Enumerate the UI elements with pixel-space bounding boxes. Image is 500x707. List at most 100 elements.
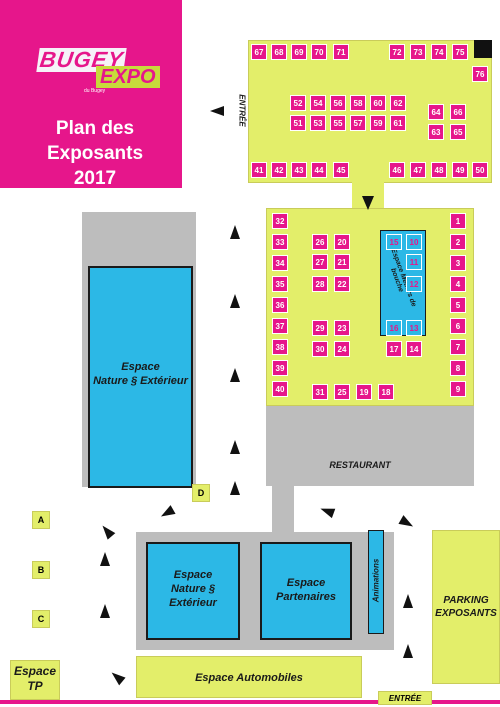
booth-50: 50 xyxy=(472,162,488,178)
booth-34: 34 xyxy=(272,255,288,271)
arrow-up-icon xyxy=(230,294,240,308)
booth-18: 18 xyxy=(378,384,394,400)
booth-9: 9 xyxy=(450,381,466,397)
page-title: Plan des Exposants 2017 xyxy=(46,118,144,189)
booth-13: 13 xyxy=(406,320,422,336)
booth-17: 17 xyxy=(386,341,402,357)
booth-76: 76 xyxy=(472,66,488,82)
arrow-down-icon xyxy=(362,196,374,210)
booth-45: 45 xyxy=(333,162,349,178)
booth-43: 43 xyxy=(291,162,307,178)
booth-67: 67 xyxy=(251,44,267,60)
booth-56: 56 xyxy=(330,95,346,111)
tp-area xyxy=(10,660,60,700)
booth-37: 37 xyxy=(272,318,288,334)
booth-36: 36 xyxy=(272,297,288,313)
booth-2: 2 xyxy=(450,234,466,250)
booth-68: 68 xyxy=(271,44,287,60)
booth-21: 21 xyxy=(334,254,350,270)
booth-69: 69 xyxy=(291,44,307,60)
booth-73: 73 xyxy=(410,44,426,60)
booth-10: 10 xyxy=(406,234,422,250)
booth-49: 49 xyxy=(452,162,468,178)
booth-47: 47 xyxy=(410,162,426,178)
booth-8: 8 xyxy=(450,360,466,376)
booth-31: 31 xyxy=(312,384,328,400)
arrow-up-icon xyxy=(403,594,413,608)
booth-16: 16 xyxy=(386,320,402,336)
header-panel xyxy=(0,0,182,188)
booth-1: 1 xyxy=(450,213,466,229)
restaurant-label: RESTAURANT xyxy=(329,460,391,470)
arrow-up-icon xyxy=(230,368,240,382)
booth-51: 51 xyxy=(290,115,306,131)
arrow-left-icon xyxy=(210,106,224,116)
booth-53: 53 xyxy=(310,115,326,131)
booth-33: 33 xyxy=(272,234,288,250)
booth-35: 35 xyxy=(272,276,288,292)
marker-a: A xyxy=(32,511,50,529)
restaurant-area xyxy=(266,406,474,486)
booth-4: 4 xyxy=(450,276,466,292)
booth-46: 46 xyxy=(389,162,405,178)
booth-48: 48 xyxy=(431,162,447,178)
nature-exterieur-left xyxy=(88,266,193,488)
automobiles-area xyxy=(136,656,362,698)
booth-66: 66 xyxy=(450,104,466,120)
booth-62: 62 xyxy=(390,95,406,111)
booth-20: 20 xyxy=(334,234,350,250)
entree-bottom: ENTRÉE xyxy=(378,691,432,705)
arrow-diag-icon xyxy=(98,522,116,540)
booth-54: 54 xyxy=(310,95,326,111)
booth-59: 59 xyxy=(370,115,386,131)
booth-42: 42 xyxy=(271,162,287,178)
animations-label: Animations xyxy=(371,558,381,603)
nature-exterieur-center xyxy=(146,542,240,640)
marker-d: D xyxy=(192,484,210,502)
booth-24: 24 xyxy=(334,341,350,357)
entree-top-label: ENTRÉE xyxy=(237,94,247,127)
booth-6: 6 xyxy=(450,318,466,334)
booth-26: 26 xyxy=(312,234,328,250)
booth-61: 61 xyxy=(390,115,406,131)
booth-5: 5 xyxy=(450,297,466,313)
booth-12: 12 xyxy=(406,276,422,292)
marker-c: C xyxy=(32,610,50,628)
booth-74: 74 xyxy=(431,44,447,60)
partenaires-area xyxy=(260,542,352,640)
booth-52: 52 xyxy=(290,95,306,111)
booth-27: 27 xyxy=(312,254,328,270)
booth-23: 23 xyxy=(334,320,350,336)
booth-71: 71 xyxy=(333,44,349,60)
booth-60: 60 xyxy=(370,95,386,111)
arrow-diag-icon xyxy=(108,668,126,686)
automobiles-label: Espace Automobiles xyxy=(195,672,303,684)
corridor xyxy=(272,486,294,532)
booth-72: 72 xyxy=(389,44,405,60)
booth-39: 39 xyxy=(272,360,288,376)
arrow-up-icon xyxy=(230,225,240,239)
booth-11: 11 xyxy=(406,254,422,270)
booth-32: 32 xyxy=(272,213,288,229)
booth-65: 65 xyxy=(450,124,466,140)
booth-38: 38 xyxy=(272,339,288,355)
booth-58: 58 xyxy=(350,95,366,111)
booth-75: 75 xyxy=(452,44,468,60)
bottom-line xyxy=(0,700,500,704)
booth-63: 63 xyxy=(428,124,444,140)
arrow-up-icon xyxy=(230,440,240,454)
booth-15: 15 xyxy=(386,234,402,250)
arrow-up-icon xyxy=(100,604,110,618)
booth-44: 44 xyxy=(311,162,327,178)
booth-7: 7 xyxy=(450,339,466,355)
arrow-up-icon xyxy=(230,481,240,495)
main-hall xyxy=(266,208,474,406)
booth-29: 29 xyxy=(312,320,328,336)
booth-19: 19 xyxy=(356,384,372,400)
logo-expo: EXPO xyxy=(96,66,160,88)
